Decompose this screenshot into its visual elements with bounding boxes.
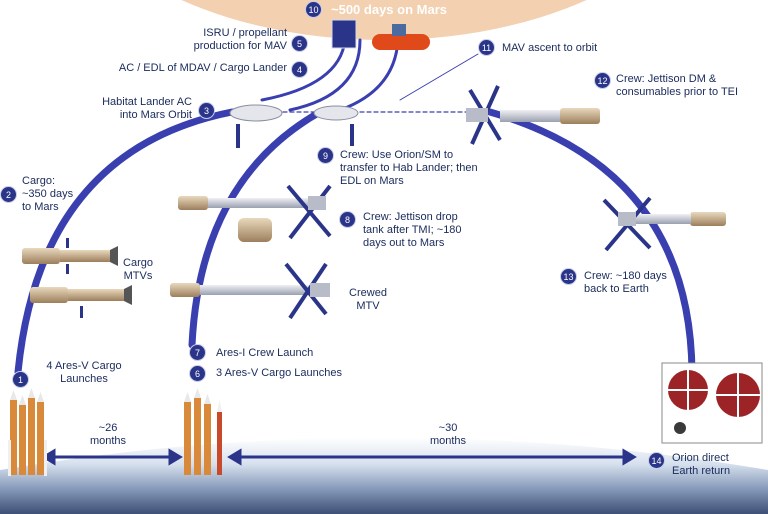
step-badge-5: 5 [291, 35, 308, 52]
timeline-arrows [41, 448, 637, 466]
return-arc [486, 108, 696, 376]
step-badge-11: 11 [478, 39, 495, 56]
mars-planet [181, 0, 587, 40]
step-label-8: Crew: Jettison drop tank after TMI; ~180… [363, 211, 462, 249]
step-label-10: ~500 days on Mars [331, 2, 447, 17]
step-label-5: ISRU / propellant production for MAV [193, 27, 287, 52]
descent-path-a [260, 38, 347, 102]
parachute-inset [661, 362, 763, 444]
ascent-path [338, 38, 400, 112]
return-mtv [602, 196, 726, 252]
mars-surface-assets [331, 19, 430, 50]
step-label-6: 3 Ares-V Cargo Launches [216, 367, 342, 379]
step-badge-14: 14 [648, 452, 665, 469]
step-badge-7: 7 [189, 344, 206, 361]
step-badge-4: 4 [291, 61, 308, 78]
step-badge-13: 13 [560, 268, 577, 285]
step-badge-6: 6 [189, 365, 206, 382]
trajectory-arcs [14, 38, 696, 376]
step-badge-2: 2 [0, 186, 17, 203]
cargo-arc [14, 108, 236, 376]
crewed-mtv-label: Crewed MTV [349, 287, 387, 312]
step-badge-8: 8 [339, 211, 356, 228]
gap-right-months: ~30 months [429, 422, 467, 447]
step-badge-3: 3 [198, 102, 215, 119]
step-badge-9: 9 [317, 147, 334, 164]
step-label-2: Cargo: ~350 days to Mars [22, 175, 74, 213]
step-label-9: Crew: Use Orion/SM to transfer to Hab La… [340, 149, 478, 187]
gap-left-months: ~26 months [89, 422, 127, 447]
step-label-7: Ares-I Crew Launch [216, 347, 314, 359]
mars-orbit-mtv [466, 85, 600, 145]
step-badge-12: 12 [594, 72, 611, 89]
step-label-1: 4 Ares-V Cargo Launches [46, 360, 122, 385]
step-label-4: AC / EDL of MDAV / Cargo Lander [118, 62, 287, 74]
hab-lander-orbit-2 [313, 105, 359, 146]
crewed-mtv [170, 262, 330, 320]
step-label-12: Crew: Jettison DM & consumables prior to… [616, 73, 739, 98]
habitat-lander-orbit [229, 104, 283, 148]
step-label-13: Crew: ~180 days back to Earth [584, 270, 667, 295]
step-badge-10: 10 [305, 1, 322, 18]
cargo-mtvs-label: Cargo MTVs [123, 257, 153, 282]
crewed-mtv-outbound [178, 184, 332, 242]
ares-v-rockets-left [8, 388, 47, 476]
step-label-3: Habitat Lander AC into Mars Orbit [102, 96, 192, 121]
cargo-mtv-1 [22, 238, 118, 274]
earth-horizon [0, 437, 768, 514]
cargo-mtv-2 [30, 285, 132, 318]
step-label-14: Orion direct Earth return [672, 452, 731, 477]
descent-path-b [288, 38, 362, 112]
step-badge-1: 1 [12, 371, 29, 388]
ares-rockets-middle [184, 388, 222, 475]
callout-line-11 [399, 53, 479, 101]
step-label-11: MAV ascent to orbit [502, 42, 598, 54]
